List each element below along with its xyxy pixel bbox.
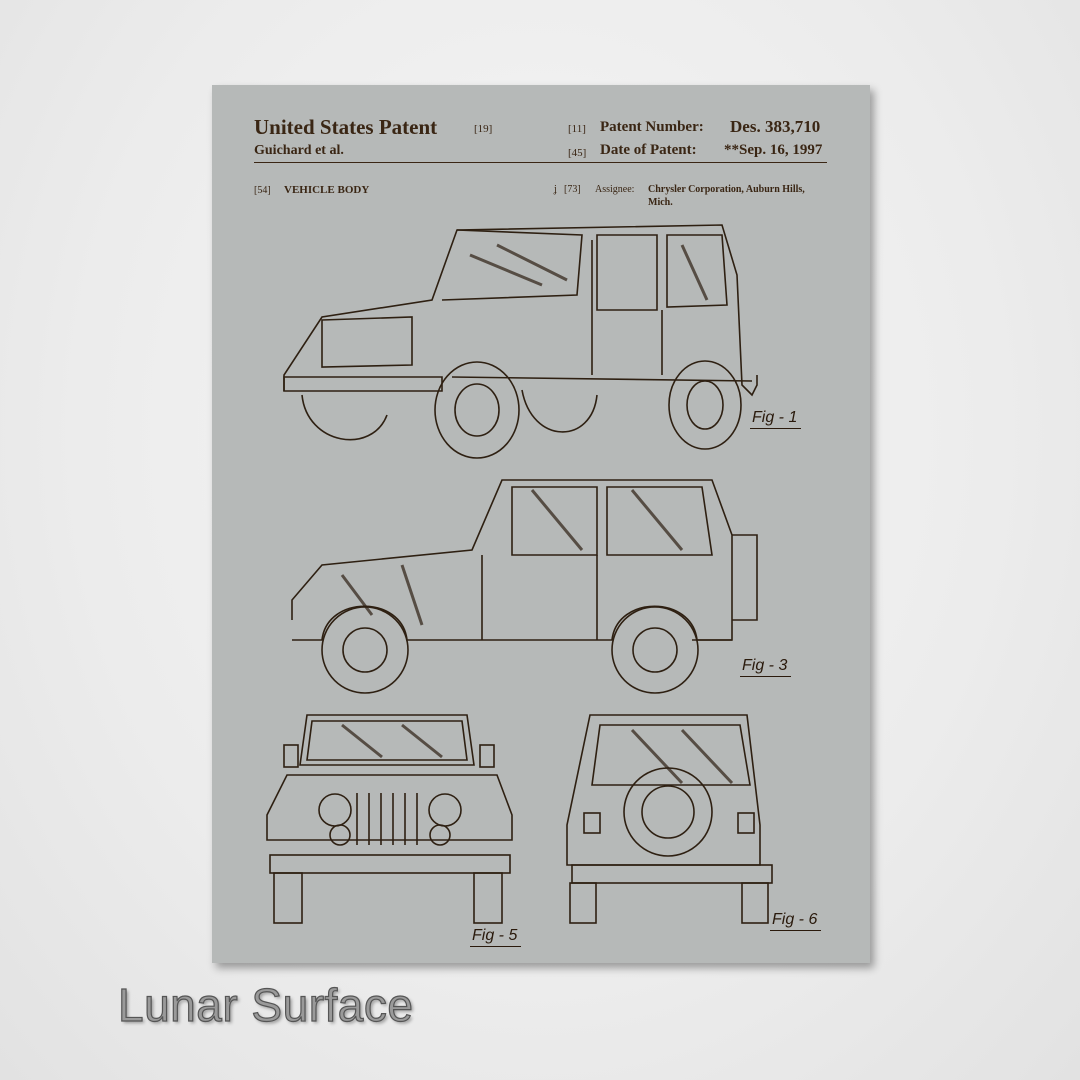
- vehicle-drawings: [266, 224, 773, 924]
- number-code: [11]: [568, 123, 586, 135]
- subject: VEHICLE BODY: [284, 184, 370, 196]
- subject-code: [54]: [254, 185, 271, 196]
- figure-3-label: Fig - 3: [740, 657, 792, 677]
- figure-6-rear-drawing: [566, 714, 773, 924]
- inventor: Guichard et al.: [254, 143, 344, 158]
- figure-5-front-drawing: [266, 714, 513, 924]
- assignee-line-1: Chrysler Corporation, Auburn Hills,: [648, 184, 805, 195]
- assignee-line-2: Mich.: [648, 197, 673, 208]
- patent-number: Des. 383,710: [730, 117, 821, 136]
- assignee-code: [73]: [564, 184, 581, 195]
- figure-6-label: Fig - 6: [770, 911, 822, 931]
- figure-1-perspective-drawing: [283, 224, 758, 459]
- date-code: [45]: [568, 147, 587, 159]
- product-caption: Lunar Surface: [117, 978, 414, 1031]
- title-code: [19]: [474, 123, 493, 135]
- number-label: Patent Number:: [600, 119, 704, 135]
- figure-1-label: Fig - 1: [750, 409, 802, 429]
- patent-print: United States Patent [19] Guichard et al…: [212, 85, 870, 963]
- patent-date: **Sep. 16, 1997: [724, 142, 823, 158]
- assignee-mark: ʝ: [554, 184, 557, 195]
- figure-3-side-drawing: [291, 479, 758, 694]
- date-label: Date of Patent:: [600, 142, 697, 158]
- header-rule: [254, 162, 827, 163]
- assignee-label: Assignee:: [595, 184, 635, 195]
- patent-title: United States Patent: [254, 115, 438, 139]
- figure-5-label: Fig - 5: [470, 927, 522, 947]
